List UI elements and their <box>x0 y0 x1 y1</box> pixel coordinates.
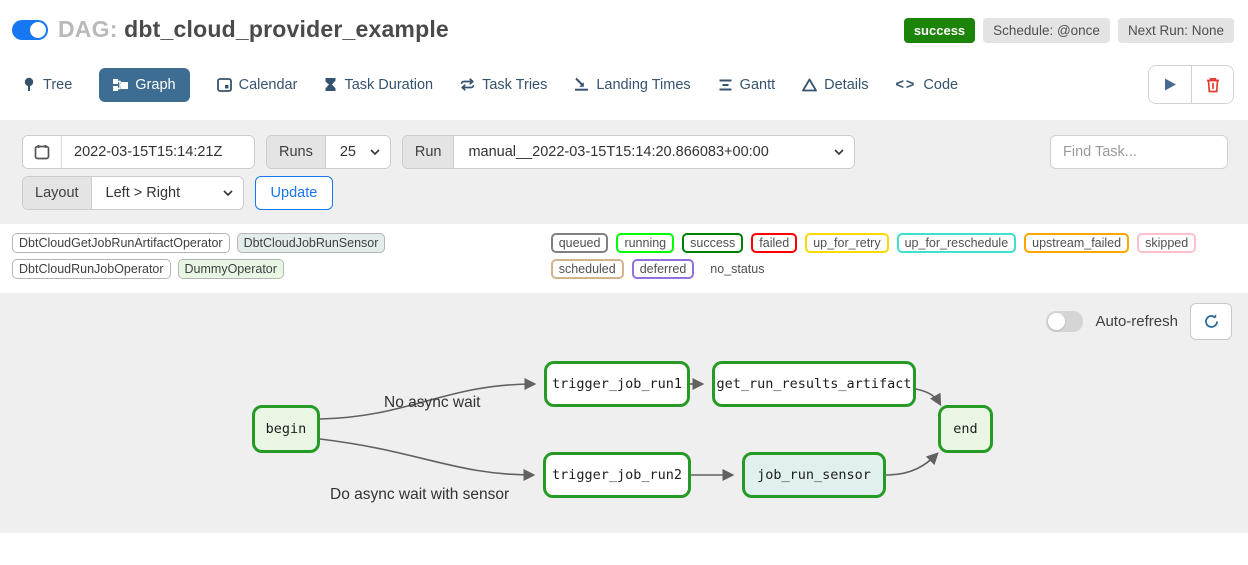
page-title: DAG: dbt_cloud_provider_example <box>58 16 449 43</box>
layout-select[interactable]: Left > Right <box>91 177 243 209</box>
edge-sensor-end <box>885 452 939 476</box>
find-task-input[interactable] <box>1050 135 1228 169</box>
status-badge-up-for-reschedule: up_for_reschedule <box>896 233 1017 253</box>
trash-icon <box>1206 77 1219 92</box>
node-job-run-sensor[interactable]: job_run_sensor <box>742 452 886 498</box>
node-end[interactable]: end <box>938 405 993 453</box>
refresh-button[interactable] <box>1190 303 1232 340</box>
auto-refresh-label: Auto-refresh <box>1095 313 1178 330</box>
runs-count-value: 25 <box>339 144 356 160</box>
toggle-knob <box>30 21 46 38</box>
edge-label-no-async: No async wait <box>384 394 481 411</box>
operator-badge: DbtCloudRunJobOperator <box>12 259 171 279</box>
operator-badge: DummyOperator <box>177 259 284 279</box>
chevron-down-icon <box>222 189 233 196</box>
status-badge-upstream-failed: upstream_failed <box>1024 233 1130 253</box>
runs-count-select[interactable]: 25 <box>325 136 390 168</box>
chevron-down-icon <box>370 148 380 155</box>
edge-begin-trigger2 <box>319 438 536 481</box>
update-button[interactable]: Update <box>254 176 334 210</box>
status-badge-running: running <box>616 233 675 253</box>
tab-details[interactable]: Details <box>802 68 868 102</box>
tab-label: Graph <box>135 76 176 93</box>
operator-badge: DbtCloudGetJobRunArtifactOperator <box>12 233 230 253</box>
status-badge-failed: failed <box>751 233 798 253</box>
auto-refresh-toggle[interactable] <box>1046 311 1084 332</box>
trigger-dag-button[interactable] <box>1149 66 1191 103</box>
chevron-down-icon <box>834 148 845 155</box>
play-icon <box>1165 78 1176 91</box>
calendar-addon-icon[interactable] <box>23 136 62 168</box>
next-run-badge: Next Run: None <box>1117 18 1234 43</box>
tab-tree[interactable]: Tree <box>22 68 72 102</box>
tab-label: Gantt <box>739 76 776 93</box>
dag-name: dbt_cloud_provider_example <box>124 16 449 42</box>
status-badge-success: success <box>682 233 744 253</box>
run-label: Run <box>402 136 455 168</box>
tab-gantt[interactable]: Gantt <box>718 68 775 102</box>
node-begin[interactable]: begin <box>252 405 320 453</box>
tab-task-duration[interactable]: Task Duration <box>324 68 433 102</box>
runs-group: Runs 25 <box>266 135 391 169</box>
node-trigger-job-run1[interactable]: trigger_job_run1 <box>544 361 690 407</box>
status-badge[interactable]: success <box>903 18 976 43</box>
tab-label: Code <box>923 76 959 93</box>
tab-label: Details <box>824 76 869 93</box>
tab-label: Tree <box>43 76 73 93</box>
header: DAG: dbt_cloud_provider_example success … <box>0 0 1248 43</box>
status-badge-deferred: deferred <box>631 259 695 279</box>
calendar-icon <box>216 78 232 92</box>
tab-landing-times[interactable]: Landing Times <box>574 68 691 102</box>
status-badge-up-for-retry: up_for_retry <box>805 233 889 253</box>
tab-label: Task Tries <box>482 76 548 93</box>
tab-label: Task Duration <box>344 76 434 93</box>
view-tabs: Tree Graph Calendar Task Duration Task T… <box>0 65 1248 104</box>
tab-calendar[interactable]: Calendar <box>216 68 298 102</box>
tab-label: Landing Times <box>596 76 691 93</box>
plane-landing-icon <box>575 77 589 91</box>
operator-legend: DbtCloudGetJobRunArtifactOperator DbtClo… <box>12 233 537 279</box>
runs-label: Runs <box>267 136 326 168</box>
delete-dag-button[interactable] <box>1191 66 1233 103</box>
repeat-icon <box>460 78 475 91</box>
tab-label: Calendar <box>238 76 298 93</box>
filter-panel: Runs 25 Run manual__2022-03-15T15:14:20.… <box>0 120 1248 224</box>
operator-badge: DbtCloudJobRunSensor <box>236 233 386 253</box>
status-badge-skipped: skipped <box>1137 233 1197 253</box>
graph-icon <box>113 78 129 91</box>
dag-action-buttons <box>1148 65 1234 104</box>
edge-artifact-end <box>915 388 942 407</box>
schedule-badge: Schedule: @once <box>983 18 1110 43</box>
edge-label-async-sensor: Do async wait with sensor <box>330 486 510 503</box>
tab-code[interactable]: <> Code <box>895 68 958 102</box>
status-badge-no-status: no_status <box>710 262 765 276</box>
execution-date-group <box>22 135 255 169</box>
run-select-value: manual__2022-03-15T15:14:20.866083+00:00 <box>468 144 769 160</box>
node-trigger-job-run2[interactable]: trigger_job_run2 <box>543 452 691 498</box>
status-badge-queued: queued <box>550 233 609 253</box>
tab-task-tries[interactable]: Task Tries <box>460 68 547 102</box>
refresh-icon <box>1204 314 1218 328</box>
dag-graph-panel: Auto-refresh No async wait Do async wait… <box>0 293 1248 533</box>
triangle-icon <box>802 78 818 91</box>
legend: DbtCloudGetJobRunArtifactOperator DbtClo… <box>0 224 1248 285</box>
gantt-icon <box>719 79 732 90</box>
code-icon: <> <box>895 76 917 93</box>
layout-label: Layout <box>23 177 92 209</box>
hourglass-icon <box>325 78 336 91</box>
tab-graph[interactable]: Graph <box>99 67 190 102</box>
pin-icon <box>24 77 34 91</box>
execution-date-input[interactable] <box>62 136 254 168</box>
status-badge-scheduled: scheduled <box>550 259 624 279</box>
status-legend: queued running success failed up_for_ret… <box>550 233 1236 279</box>
node-get-run-results-artifact[interactable]: get_run_results_artifact <box>712 361 916 407</box>
run-select[interactable]: manual__2022-03-15T15:14:20.866083+00:00 <box>454 136 855 168</box>
dag-prefix-label: DAG: <box>58 16 118 42</box>
toggle-knob <box>1048 313 1066 330</box>
layout-select-value: Left > Right <box>105 185 181 201</box>
dag-pause-toggle[interactable] <box>12 19 48 40</box>
run-group: Run manual__2022-03-15T15:14:20.866083+0… <box>401 135 856 169</box>
layout-group: Layout Left > Right <box>22 176 244 210</box>
